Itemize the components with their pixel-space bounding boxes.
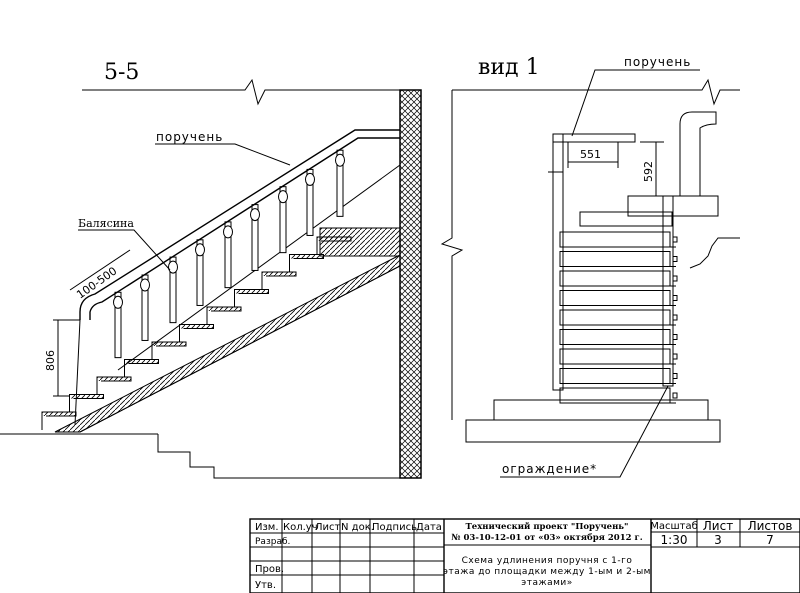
tb-project-line2: № 03-10-12-01 от «03» октября 2012 г. xyxy=(451,532,642,543)
tb-header-koluch: Кол.уч xyxy=(283,522,318,533)
tb-header-ndok: N док. xyxy=(341,522,374,533)
section-5-5: 5-5 806 100-500 поручень xyxy=(0,60,422,479)
fence-bracket xyxy=(672,314,678,321)
view-break-left xyxy=(440,90,464,420)
tb-scale-value: 1:30 xyxy=(661,533,688,547)
fence-bracket xyxy=(672,334,678,340)
view-handrail-label: поручень xyxy=(624,55,691,69)
dim-551-label: 551 xyxy=(580,148,601,161)
tb-sheet-value: 3 xyxy=(714,533,722,547)
wall xyxy=(399,89,422,479)
tread-hatch xyxy=(289,254,324,259)
view-steps xyxy=(559,211,678,404)
tb-scale-header: Масштаб xyxy=(650,521,698,532)
baluster-knob xyxy=(305,172,315,186)
view-step xyxy=(559,387,671,404)
handrail xyxy=(79,129,400,320)
baluster-knob xyxy=(278,190,288,204)
view-handrail-top xyxy=(552,133,636,143)
tb-sheets-header: Листов xyxy=(748,519,793,533)
fence-bracket xyxy=(672,275,678,282)
baluster-knob xyxy=(168,260,178,274)
inner-rail-line xyxy=(117,164,401,371)
tread-hatch xyxy=(234,289,269,294)
view-step xyxy=(559,309,671,326)
dim-592-label: 592 xyxy=(642,161,655,182)
baluster-knob xyxy=(250,208,260,222)
dim-100-500-line xyxy=(69,249,131,291)
title-block-frame xyxy=(249,518,800,593)
fence-bracket xyxy=(672,353,678,360)
tread-hatch xyxy=(152,342,186,346)
view-step xyxy=(559,290,671,306)
view-step xyxy=(559,251,671,267)
tread-hatch xyxy=(262,272,296,276)
baluster-knob xyxy=(223,225,233,239)
tb-header-podpis: Подпись xyxy=(372,522,417,533)
lower-flight xyxy=(157,434,400,479)
tread-hatch xyxy=(124,359,159,364)
baluster-knob xyxy=(335,153,345,167)
fence-bracket xyxy=(672,256,678,262)
view-break-top xyxy=(452,78,740,106)
handrail-post xyxy=(74,319,81,426)
tb-sheet-header: Лист xyxy=(703,519,733,533)
tread-hatch xyxy=(69,394,104,399)
section-title: 5-5 xyxy=(104,60,139,85)
fence-bracket xyxy=(672,392,678,399)
baluster-leader xyxy=(78,229,171,271)
stair-treads xyxy=(41,236,352,430)
view-upper-block xyxy=(627,195,719,217)
view-title: вид 1 xyxy=(478,55,540,80)
fence-bracket xyxy=(672,373,678,379)
view-1: вид 1 551 592 поручень ограждение* xyxy=(440,55,740,478)
title-block: Изм. Кол.уч Лист N док. Подпись Дата Раз… xyxy=(249,518,800,593)
tb-desc-line1: Схема удлинения поручня с 1-го xyxy=(462,556,633,566)
tread-hatch xyxy=(42,412,76,416)
view-top-step xyxy=(579,211,673,227)
tb-project-line1: Технический проект "Поручень" xyxy=(465,521,628,532)
handrail-lower-edge xyxy=(89,137,400,320)
view-step xyxy=(559,231,671,248)
fence-bracket xyxy=(672,295,678,301)
view-step xyxy=(559,348,671,365)
tread-hatch xyxy=(97,377,131,381)
tread-hatch xyxy=(207,307,241,311)
baluster-knob xyxy=(140,278,150,292)
handrail-label: поручень xyxy=(156,130,223,144)
view-step xyxy=(559,270,671,287)
tb-header-data: Дата xyxy=(416,522,442,533)
view-step xyxy=(559,368,671,384)
tb-header-list: Лист xyxy=(315,522,341,533)
view-break-right xyxy=(689,237,740,269)
tb-row-razrab: Разраб. xyxy=(255,537,290,547)
tb-header-izm: Изм. xyxy=(255,522,279,533)
fence-bracket xyxy=(672,236,678,243)
view-base-step xyxy=(493,399,709,421)
dim-806-label: 806 xyxy=(44,350,57,371)
view-base-plinth xyxy=(465,419,721,443)
handrail-leader xyxy=(155,143,291,166)
tb-sheets-value: 7 xyxy=(766,533,774,547)
tread-hatch xyxy=(179,324,214,329)
tb-row-prov: Пров. xyxy=(255,564,284,575)
baluster-knob xyxy=(195,243,205,257)
stringer-edge xyxy=(79,265,401,433)
baluster-label: Балясина xyxy=(78,217,134,230)
view-step xyxy=(559,329,671,345)
fence-leader xyxy=(500,385,669,478)
landing-slab xyxy=(319,227,401,257)
tb-desc-line2: этажа до площадки между 1-ым и 2-ым xyxy=(443,567,651,577)
break-line-top xyxy=(82,78,400,106)
balusters xyxy=(113,149,345,359)
view-handrail-right xyxy=(679,111,717,196)
tb-row-utv: Утв. xyxy=(255,580,276,591)
fence-label: ограждение* xyxy=(502,462,597,476)
baluster-knob xyxy=(113,295,123,309)
tb-desc-line3: этажами» xyxy=(521,578,572,588)
view-handrail-leader xyxy=(571,69,700,137)
